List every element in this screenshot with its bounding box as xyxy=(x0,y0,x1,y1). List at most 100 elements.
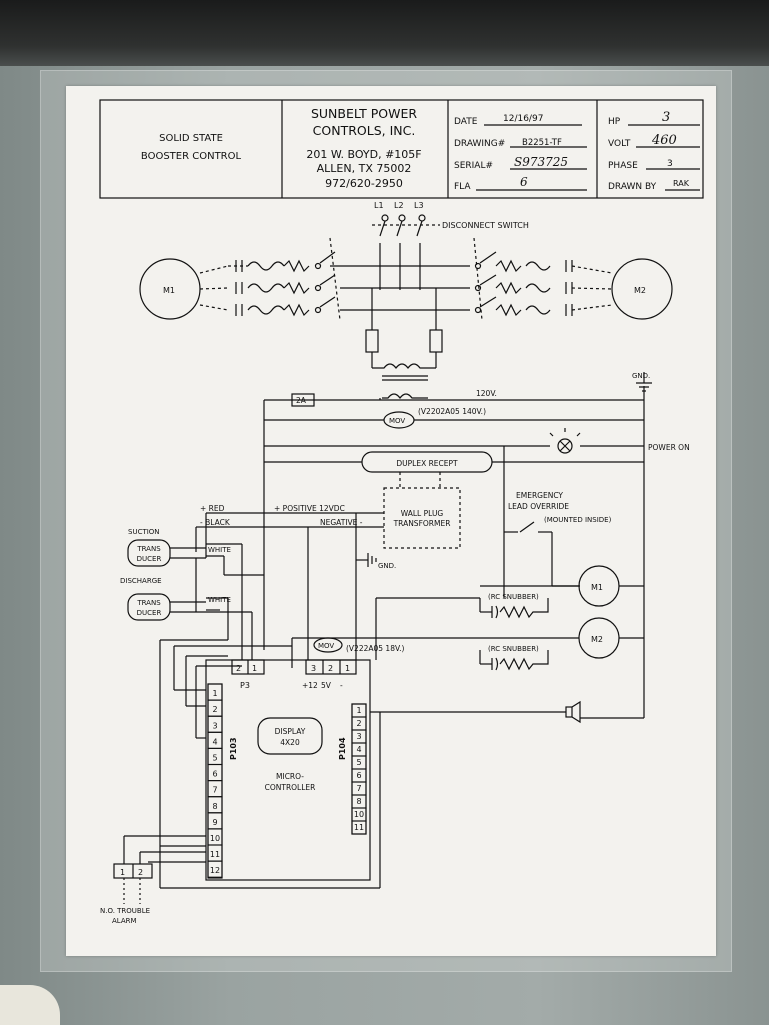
label-m1: M1 xyxy=(163,286,175,295)
p103-cell-12 xyxy=(207,860,223,878)
title-block-border xyxy=(99,99,704,199)
label-black: - BLACK xyxy=(200,518,231,527)
company-name-line2: CONTROLS, INC. xyxy=(313,123,416,138)
serial-label: SERIAL# xyxy=(454,161,493,171)
label-pwr-5v: 5V xyxy=(321,681,332,690)
label-gnd-top: GND. xyxy=(632,372,650,380)
label-motor-m1: M1 xyxy=(591,583,603,592)
label-pwr-plus12: +12 xyxy=(302,681,318,690)
p103-pin-2: 2 xyxy=(212,705,217,714)
company-name-line1: SUNBELT POWER xyxy=(311,106,417,121)
fuse-2a xyxy=(291,393,315,407)
drawing-label: DRAWING# xyxy=(454,139,505,149)
p103-pin-11: 11 xyxy=(210,850,220,859)
label-l3: L3 xyxy=(414,201,424,210)
p104-pin-3: 3 xyxy=(356,732,361,741)
terminal-l2 xyxy=(398,214,406,222)
label-emergency-line1: EMERGENCY xyxy=(516,491,563,500)
p104-cell-11 xyxy=(351,820,367,835)
p103-pin-12: 12 xyxy=(210,866,220,875)
hp-value: 3 xyxy=(662,110,670,125)
discharge-transducer xyxy=(127,593,171,621)
alarm-pin-1: 1 xyxy=(120,868,125,877)
p104-pin-7: 7 xyxy=(356,784,361,793)
label-p103: P103 xyxy=(229,737,238,760)
drawn-by-label: DRAWN BY xyxy=(608,182,657,192)
company-address-line1: 201 W. BOYD, #105F xyxy=(306,148,421,161)
product-name-line1: SOLID STATE xyxy=(159,133,223,144)
label-disconnect-switch: DISCONNECT SWITCH xyxy=(442,221,529,230)
power-circuit xyxy=(113,214,673,904)
enclosure-top-edge xyxy=(0,0,769,66)
label-mov2-spec: (V222A05 18V.) xyxy=(346,644,405,653)
volt-value: 460 xyxy=(651,133,677,148)
label-trans-discharge: TRANS xyxy=(136,599,161,607)
power-pin-1: 1 xyxy=(345,664,350,673)
label-mov2: MOV xyxy=(318,642,334,650)
label-ducer-suction: DUCER xyxy=(137,555,162,563)
label-wall-plug-line1: WALL PLUG xyxy=(401,509,444,518)
label-m2: M2 xyxy=(634,286,646,295)
label-120v: 120V. xyxy=(476,389,497,398)
label-duplex-recept: DUPLEX RECEPT xyxy=(396,459,458,468)
p103-pin-3: 3 xyxy=(212,721,217,730)
volt-label: VOLT xyxy=(608,139,631,149)
serial-value: S973725 xyxy=(514,155,568,169)
mov-varistor-1 xyxy=(383,411,415,429)
label-micro-line2: CONTROLLER xyxy=(265,783,316,792)
label-mov1: MOV xyxy=(389,417,405,425)
label-display-line2: 4X20 xyxy=(280,738,300,747)
alarm-horn xyxy=(565,706,573,718)
phase-label: PHASE xyxy=(608,161,638,171)
p104-pin-5: 5 xyxy=(356,758,361,767)
wall-plug-transformer xyxy=(383,487,461,549)
terminal-l1 xyxy=(381,214,389,222)
duplex-receptacle xyxy=(361,451,493,473)
p103-pin-1: 1 xyxy=(212,689,217,698)
p104-pin-10: 10 xyxy=(354,810,364,819)
foreground-object xyxy=(0,985,60,1025)
label-rc-snubber-2: (RC SNUBBER) xyxy=(488,645,539,653)
power-pin-2: 2 xyxy=(328,664,333,673)
label-mov1-spec: (V2202A05 140V.) xyxy=(418,407,486,416)
label-alarm-line2: ALARM xyxy=(112,917,137,925)
label-red: + RED xyxy=(200,504,225,513)
date-label: DATE xyxy=(454,117,478,127)
p103-pin-10: 10 xyxy=(210,834,220,843)
motor-m2-symbol xyxy=(611,258,673,320)
label-micro-line1: MICRO- xyxy=(276,772,304,781)
p104-pin-1: 1 xyxy=(356,706,361,715)
label-negative: NEGATIVE - xyxy=(320,518,363,527)
title-block xyxy=(99,99,704,199)
microcontroller-board xyxy=(205,659,371,881)
p104-pin-6: 6 xyxy=(356,771,361,780)
fla-value: 6 xyxy=(520,175,528,189)
product-name-line2: BOOSTER CONTROL xyxy=(141,151,242,162)
power-pin-3: 3 xyxy=(311,664,316,673)
label-pwr-minus: - xyxy=(340,681,343,690)
label-p3: P3 xyxy=(240,681,250,690)
label-white-suction: WHITE xyxy=(208,546,231,554)
p103-pin-5: 5 xyxy=(212,754,217,763)
label-alarm-line1: N.O. TROUBLE xyxy=(100,907,150,915)
drawn-by-value: RAK xyxy=(673,179,690,188)
date-value: 12/16/97 xyxy=(503,114,543,124)
alarm-pin-2: 2 xyxy=(138,868,143,877)
label-rc-snubber-1: (RC SNUBBER) xyxy=(488,593,539,601)
label-p104: P104 xyxy=(338,737,347,760)
wiring-diagram-sheet xyxy=(66,86,716,956)
label-white-discharge: WHITE xyxy=(208,596,231,604)
p104-pin-2: 2 xyxy=(356,719,361,728)
p103-pin-6: 6 xyxy=(212,770,217,779)
company-phone: 972/620-2950 xyxy=(325,177,403,190)
display-4x20 xyxy=(257,717,323,755)
label-wall-plug-line2: TRANSFORMER xyxy=(393,519,451,528)
fla-label: FLA xyxy=(454,182,471,192)
p3-pin-2: 2 xyxy=(236,664,241,673)
label-trans-suction: TRANS xyxy=(136,545,161,553)
p103-pin-4: 4 xyxy=(212,737,217,746)
terminal-l3 xyxy=(418,214,426,222)
hp-label: HP xyxy=(608,117,621,127)
